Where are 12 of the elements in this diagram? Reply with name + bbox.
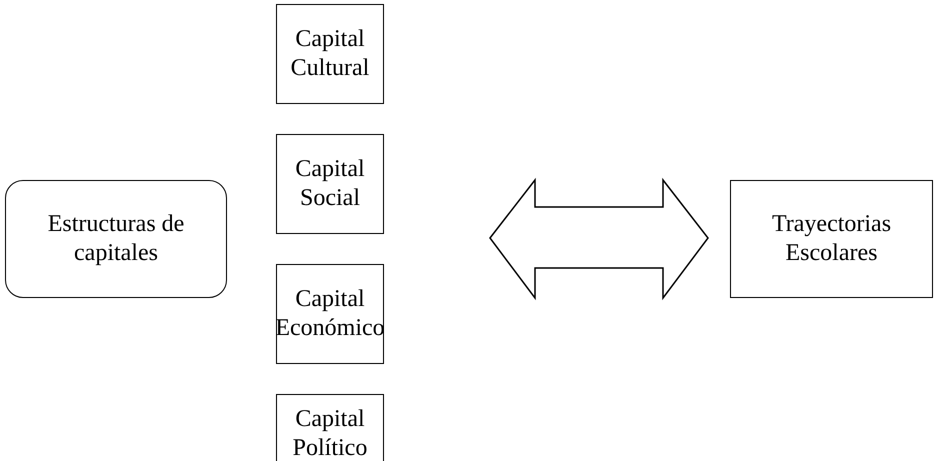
process-box <box>276 134 384 234</box>
node-label: Capital Político <box>292 405 368 461</box>
double-block-arrow <box>489 178 709 300</box>
process-box <box>276 264 384 364</box>
node-label: Capital Cultural <box>290 25 370 83</box>
node-label: Capital Social <box>294 155 366 213</box>
node-label: Estructuras de capitales <box>46 210 186 268</box>
node-label: Capital Económico <box>275 285 385 343</box>
process-box <box>276 4 384 104</box>
process-box <box>730 180 933 298</box>
node-label: Trayectorias Escolares <box>770 210 892 268</box>
rounded-box <box>5 180 227 298</box>
